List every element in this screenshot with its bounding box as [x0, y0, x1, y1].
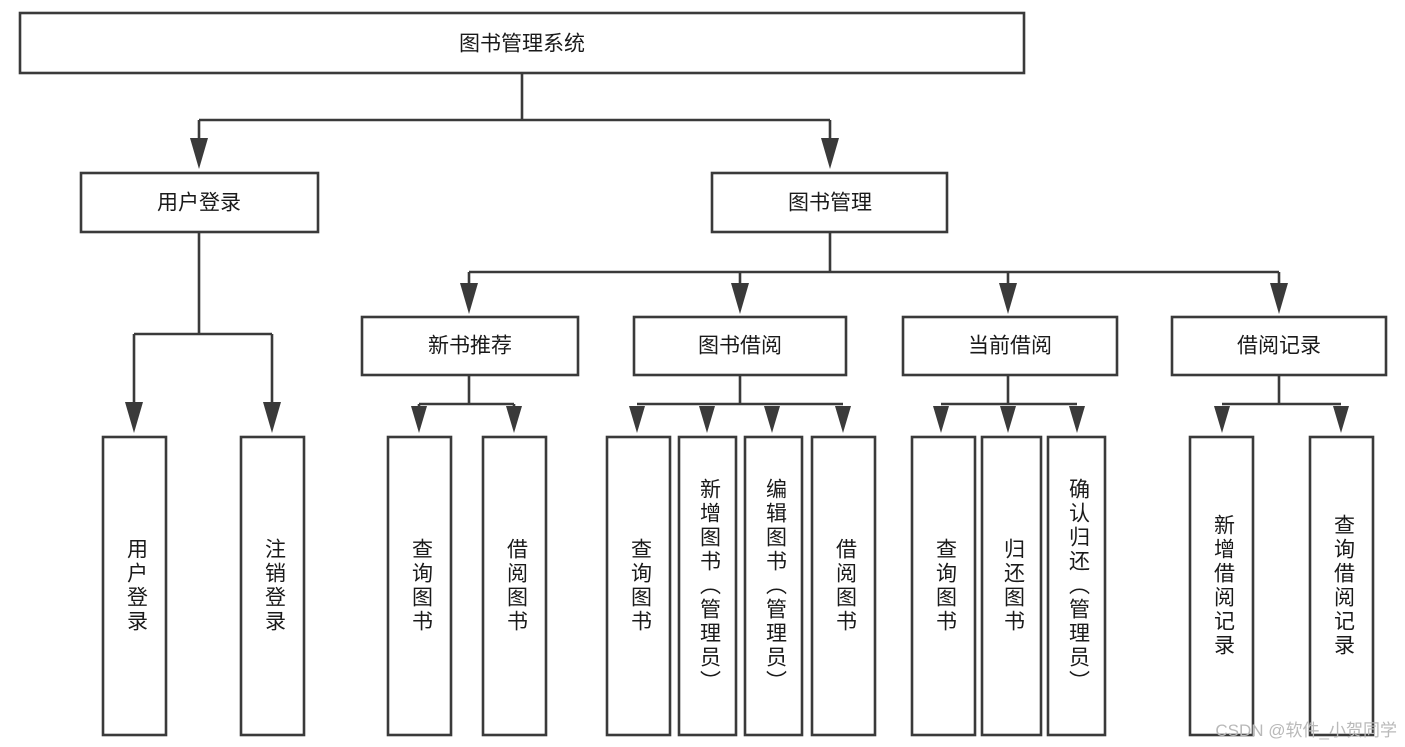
node-leaf-query-book-2[interactable]: 查询图书 [605, 435, 672, 737]
node-borrow-record-box[interactable] [1170, 315, 1388, 377]
node-leaf-return-book-label: 归还图书 [1001, 538, 1025, 634]
connector-group-current-borrow [933, 375, 1085, 433]
csdn-watermark: CSDN @软件_小贺同学 [1215, 721, 1397, 740]
arrow-head-leaf-user-logout [263, 402, 281, 433]
node-borrow-record[interactable]: 借阅记录 [1170, 315, 1388, 377]
arrow-head-current-borrow [999, 283, 1017, 314]
node-current-borrow[interactable]: 当前借阅 [901, 315, 1119, 377]
node-leaf-query-book-3[interactable]: 查询图书 [910, 435, 977, 737]
node-book-borrow-box[interactable] [632, 315, 848, 377]
node-new-book-recommend-box[interactable] [360, 315, 580, 377]
connector-group-root [190, 73, 839, 169]
node-leaf-query-book-1-box[interactable] [386, 435, 453, 737]
arrow-head-leaf-query-book-1 [411, 406, 427, 433]
connector-group-book-borrow [629, 375, 851, 433]
node-leaf-return-book[interactable]: 归还图书 [980, 435, 1043, 737]
node-user-login-label: 用户登录 [157, 192, 241, 215]
node-leaf-query-book-2-box[interactable] [605, 435, 672, 737]
node-leaf-add-record-box[interactable] [1188, 435, 1255, 737]
node-leaf-edit-book[interactable]: 编辑图书（管理员） [743, 435, 804, 737]
arrow-head-leaf-return-book [1000, 406, 1016, 433]
node-leaf-confirm-return-label: 确认归还（管理员） [1066, 478, 1090, 694]
arrow-head-book-borrow [731, 283, 749, 314]
node-leaf-query-record-label: 查询借阅记录 [1331, 514, 1355, 658]
node-leaf-query-book-3-label: 查询图书 [933, 538, 957, 634]
node-leaf-borrow-book-2-box[interactable] [810, 435, 877, 737]
node-leaf-user-login[interactable]: 用户登录 [101, 435, 168, 737]
node-leaf-add-book[interactable]: 新增图书（管理员） [677, 435, 738, 737]
arrow-head-leaf-query-book-2 [629, 406, 645, 433]
arrow-head-new-book-recommend [460, 283, 478, 314]
node-leaf-borrow-book-1[interactable]: 借阅图书 [481, 435, 548, 737]
node-root[interactable]: 图书管理系统 [18, 11, 1026, 75]
node-leaf-add-record[interactable]: 新增借阅记录 [1188, 435, 1255, 737]
connector-group-borrow-record [1214, 375, 1349, 433]
node-leaf-add-record-label: 新增借阅记录 [1211, 514, 1235, 658]
node-leaf-borrow-book-1-box[interactable] [481, 435, 548, 737]
node-leaf-query-book-1-label: 查询图书 [409, 538, 433, 634]
node-leaf-query-book-1[interactable]: 查询图书 [386, 435, 453, 737]
arrow-head-leaf-edit-book [764, 406, 780, 433]
node-leaf-borrow-book-1-label: 借阅图书 [504, 538, 528, 634]
node-new-book-recommend[interactable]: 新书推荐 [360, 315, 580, 377]
node-user-login[interactable]: 用户登录 [79, 171, 320, 234]
node-root-label: 图书管理系统 [459, 33, 585, 56]
arrow-head-leaf-confirm-return [1069, 406, 1085, 433]
node-book-management-box[interactable] [710, 171, 949, 234]
node-leaf-user-login-label: 用户登录 [124, 538, 148, 634]
node-leaf-query-record[interactable]: 查询借阅记录 [1308, 435, 1375, 737]
node-leaf-confirm-return-box[interactable] [1046, 435, 1107, 737]
node-book-management-label: 图书管理 [788, 192, 872, 215]
node-leaf-edit-book-box[interactable] [743, 435, 804, 737]
node-book-borrow[interactable]: 图书借阅 [632, 315, 848, 377]
node-leaf-query-record-box[interactable] [1308, 435, 1375, 737]
arrow-head-user-login [190, 138, 208, 169]
node-book-borrow-label: 图书借阅 [698, 335, 782, 358]
node-leaf-query-book-2-label: 查询图书 [628, 538, 652, 634]
node-leaf-user-logout-box[interactable] [239, 435, 306, 737]
node-borrow-record-label: 借阅记录 [1237, 335, 1321, 358]
arrow-head-leaf-query-record [1333, 406, 1349, 433]
node-leaf-add-book-label: 新增图书（管理员） [697, 478, 721, 694]
node-new-book-recommend-label: 新书推荐 [428, 335, 512, 358]
node-user-login-box[interactable] [79, 171, 320, 234]
arrow-head-leaf-borrow-book-2 [835, 406, 851, 433]
node-leaf-add-book-box[interactable] [677, 435, 738, 737]
node-current-borrow-label: 当前借阅 [968, 335, 1052, 358]
arrow-head-leaf-borrow-book-1 [506, 406, 522, 433]
arrow-head-leaf-user-login [125, 402, 143, 433]
arrow-head-borrow-record [1270, 283, 1288, 314]
arrow-head-leaf-query-book-3 [933, 406, 949, 433]
node-leaf-user-login-box[interactable] [101, 435, 168, 737]
node-book-management[interactable]: 图书管理 [710, 171, 949, 234]
node-leaf-borrow-book-2[interactable]: 借阅图书 [810, 435, 877, 737]
node-leaf-edit-book-label: 编辑图书（管理员） [763, 478, 787, 694]
node-current-borrow-box[interactable] [901, 315, 1119, 377]
connector-group-new-book-recommend [411, 375, 522, 433]
node-leaf-return-book-box[interactable] [980, 435, 1043, 737]
node-leaf-query-book-3-box[interactable] [910, 435, 977, 737]
node-leaf-confirm-return[interactable]: 确认归还（管理员） [1046, 435, 1107, 737]
connector-group-book-management [460, 232, 1288, 314]
arrow-head-book-management [821, 138, 839, 169]
connector-group-user-login [125, 232, 281, 433]
node-leaf-user-logout[interactable]: 注销登录 [239, 435, 306, 737]
node-leaf-borrow-book-2-label: 借阅图书 [833, 538, 857, 634]
arrow-head-leaf-add-book [699, 406, 715, 433]
node-root-box[interactable] [18, 11, 1026, 75]
arrow-head-leaf-add-record [1214, 406, 1230, 433]
node-leaf-user-logout-label: 注销登录 [262, 538, 286, 634]
